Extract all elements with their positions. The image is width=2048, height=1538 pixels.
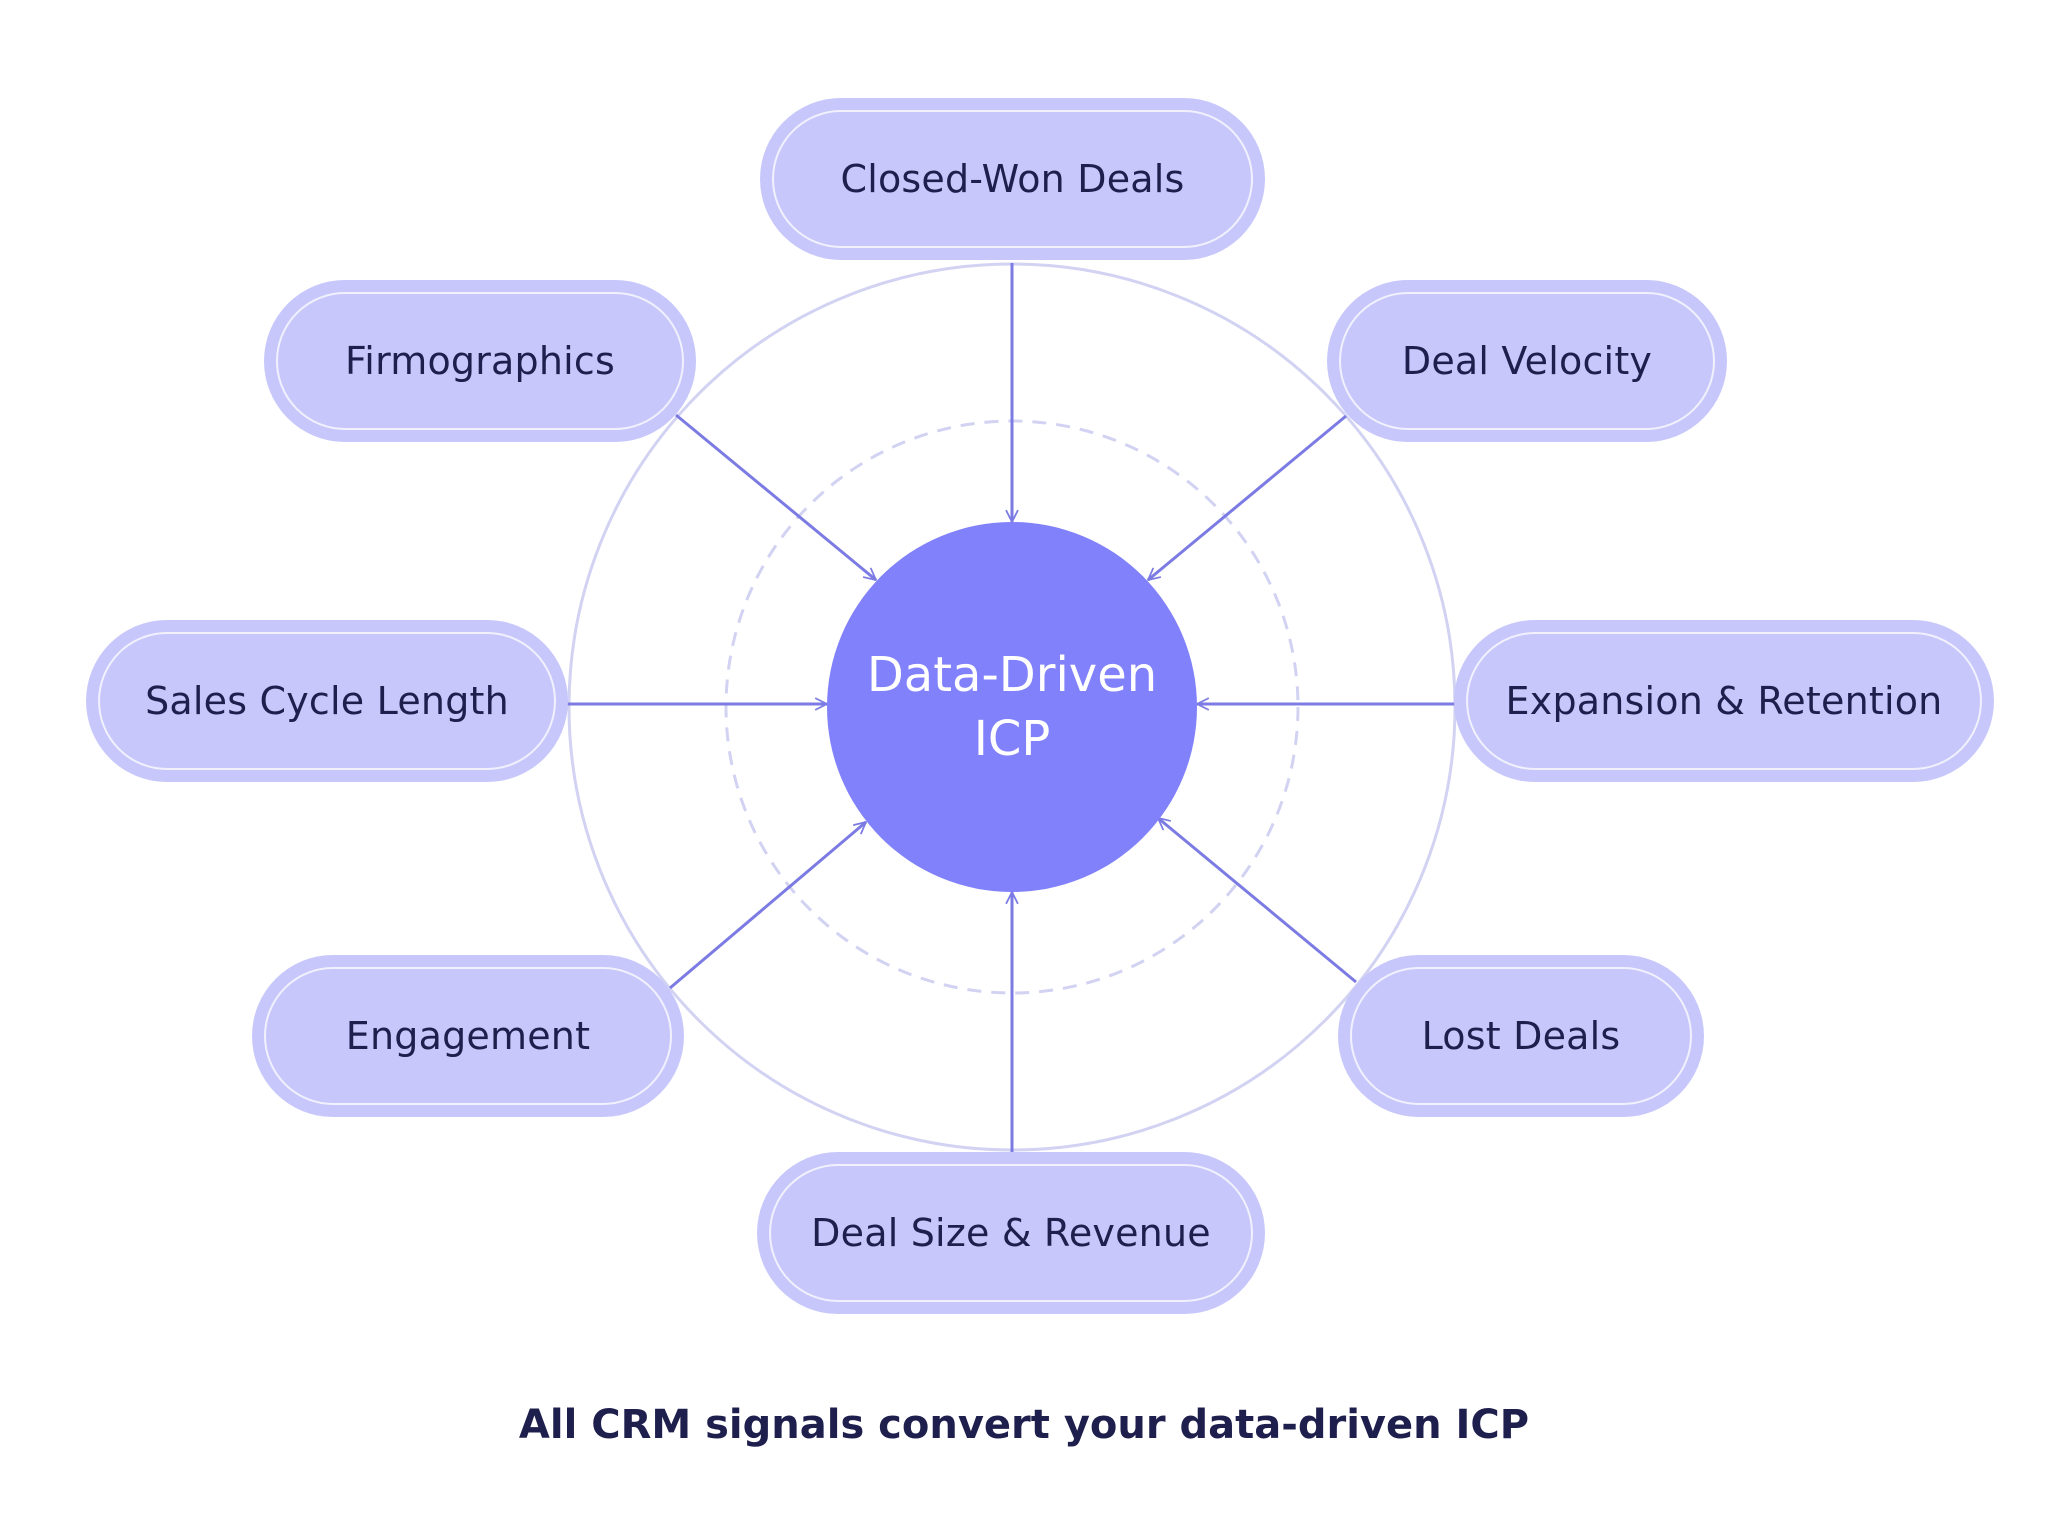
node-firmographics: Firmographics (264, 280, 696, 442)
node-label: Lost Deals (1350, 967, 1692, 1105)
node-label: Deal Size & Revenue (769, 1164, 1253, 1302)
node-deal-size-revenue: Deal Size & Revenue (757, 1152, 1265, 1314)
arrow-engagement (669, 820, 867, 990)
center-label-line1: Data-Driven (866, 647, 1158, 703)
node-label: Engagement (264, 967, 672, 1105)
arrow-firmographics (675, 413, 877, 582)
arrow-deal-velocity (1147, 414, 1347, 582)
node-label: Expansion & Retention (1466, 632, 1982, 770)
node-label: Firmographics (276, 292, 684, 430)
node-engagement: Engagement (252, 955, 684, 1117)
node-label: Closed-Won Deals (772, 110, 1253, 248)
diagram-caption: All CRM signals convert your data-driven… (518, 1402, 1530, 1448)
node-lost-deals: Lost Deals (1338, 955, 1704, 1117)
node-expansion-retention: Expansion & Retention (1454, 620, 1994, 782)
node-label: Deal Velocity (1339, 292, 1715, 430)
center-label-line2: ICP (973, 711, 1051, 767)
center-node-data-driven-icp: Data-Driven ICP (827, 522, 1197, 892)
node-sales-cycle-length: Sales Cycle Length (86, 620, 568, 782)
node-label: Sales Cycle Length (98, 632, 556, 770)
arrow-lost-deals (1157, 816, 1357, 984)
node-deal-velocity: Deal Velocity (1327, 280, 1727, 442)
node-closed-won-deals: Closed-Won Deals (760, 98, 1265, 260)
